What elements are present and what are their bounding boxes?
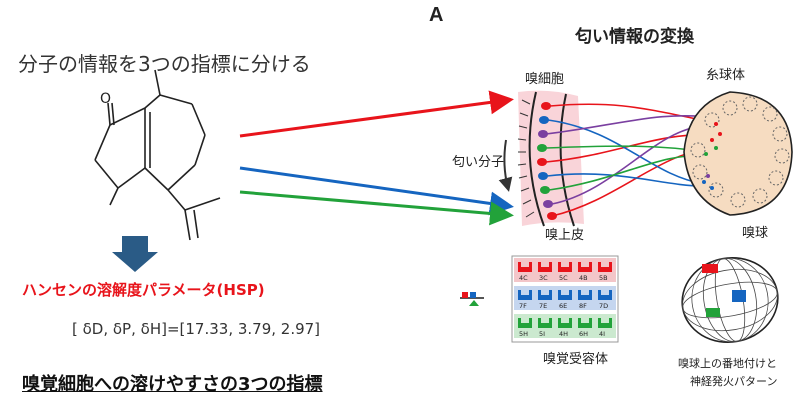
receptor-code: 6E <box>559 302 567 310</box>
receptor-code: 6H <box>579 330 588 338</box>
label-epithelium: 嗅上皮 <box>545 228 585 243</box>
headline: 分子の情報を3つの指標に分ける <box>18 52 311 76</box>
receptor-code: 7E <box>539 302 547 310</box>
label-glomerulus: 糸球体 <box>706 68 746 83</box>
receptor-code: 4I <box>599 330 605 338</box>
green-arrow <box>239 190 514 226</box>
diagram-title: 匂い情報の変換 <box>575 27 694 47</box>
receptor-icon <box>460 292 484 306</box>
olfactory-bulb <box>683 91 793 216</box>
bulb-map <box>681 257 779 343</box>
label-map-line2: 神経発火パターン <box>690 375 778 388</box>
receptor-code: 4H <box>559 330 568 338</box>
receptor-code: 5I <box>539 330 545 338</box>
hsp-title: ハンセンの溶解度パラメータ(HSP) <box>22 281 265 299</box>
receptor-code: 3C <box>539 274 548 282</box>
oxygen-label: O <box>100 91 111 107</box>
label-map-line1: 嗅球上の番地付けと <box>678 357 777 370</box>
receptor-code: 7F <box>519 302 527 310</box>
blue-arrow <box>239 166 514 216</box>
receptor-code: 5C <box>559 274 568 282</box>
receptor-shapes <box>518 262 612 328</box>
label-olfactory-neuron: 嗅細胞 <box>525 72 565 87</box>
down-arrow-icon <box>112 236 158 272</box>
label-bulb: 嗅球 <box>742 226 769 241</box>
hsp-values: [ δD, δP, δH]=[17.33, 3.79, 2.97] <box>72 320 321 338</box>
receptor-code: 5H <box>519 330 528 338</box>
neuron-cells <box>537 102 557 220</box>
label-receptor: 嗅覚受容体 <box>543 352 609 367</box>
conclusion-text: 嗅覚細胞への溶けやすさの3つの指標 <box>22 374 323 395</box>
receptor-code: 4B <box>579 274 588 282</box>
receptor-codes: 4C 3C 5C 4B 5B 7F 7E 6E 8F 7D 5H 5I 4H 6H 4I <box>519 274 608 338</box>
panel-letter: A <box>429 4 444 26</box>
receptor-code: 8F <box>579 302 587 310</box>
label-odorant: 匂い分子 <box>452 155 505 170</box>
receptor-code: 4C <box>519 274 528 282</box>
receptor-code: 7D <box>599 302 608 310</box>
molecule-structure <box>94 69 221 241</box>
receptor-code: 5B <box>599 274 608 282</box>
red-arrow <box>239 90 514 138</box>
